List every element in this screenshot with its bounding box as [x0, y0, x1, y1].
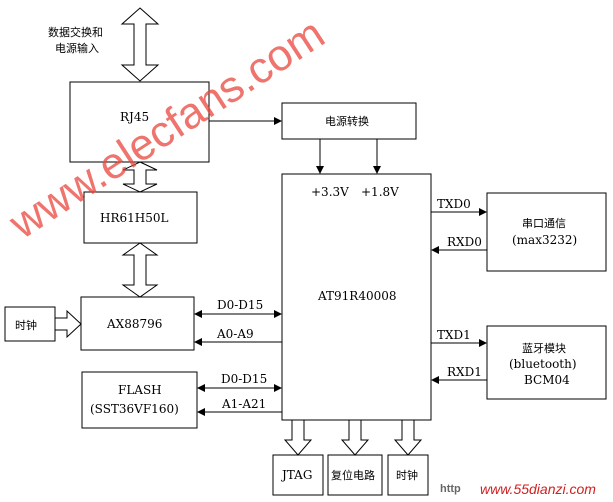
txd1-arrowhead: [479, 339, 487, 347]
flash-data-arrowhead-right: [274, 384, 282, 392]
top-bidirectional-arrow: [120, 7, 160, 82]
rxd0-label: RXD0: [447, 235, 482, 249]
flash-label-line2: (SST36VF160): [90, 402, 179, 416]
flash-box: [81, 371, 198, 429]
rj45-hr-arrow: [122, 161, 158, 193]
reset-box: [327, 454, 383, 496]
ax88796-label: AX88796: [106, 317, 162, 331]
rxd1-arrowhead: [431, 376, 439, 384]
flash-addr-arrowhead: [197, 408, 205, 416]
flash-label-line1: FLASH: [118, 383, 162, 397]
ax-data-arrowhead-left: [194, 310, 202, 318]
clock-ax-arrow: [54, 309, 82, 339]
footer-site-right: www.55dianzi.com: [480, 481, 596, 497]
cpu-box: [281, 173, 432, 421]
rj45-power-arrowhead: [274, 117, 282, 125]
txd0-label: TXD0: [437, 197, 471, 211]
jtag-label: JTAG: [280, 468, 312, 482]
top-label-line2: 电源输入: [55, 41, 99, 55]
reset-arrow: [340, 419, 370, 456]
v33-arrowhead: [316, 166, 324, 174]
cpu-label: AT91R40008: [317, 289, 397, 303]
clock-left-box: [4, 306, 56, 342]
jtag-box: [272, 454, 324, 496]
serial-label-line2: (max3232): [512, 233, 577, 247]
ax-data-arrowhead-right: [274, 310, 282, 318]
clock-bottom-label: 时钟: [396, 468, 418, 482]
bt-box: [486, 325, 607, 400]
v18-arrowhead: [373, 166, 381, 174]
footer-site-left: http: [440, 483, 461, 495]
flash-addr-label: A1-A21: [221, 397, 266, 411]
ax-data-label: D0-D15: [217, 298, 263, 312]
clock-bottom-box: [387, 454, 429, 496]
hr-ax-arrow: [121, 242, 159, 298]
power-convert-label: 电源转换: [325, 114, 369, 128]
rxd1-label: RXD1: [447, 365, 482, 379]
rj45-box: [69, 81, 210, 163]
rxd0-arrowhead: [431, 246, 439, 254]
flash-data-arrowhead-left: [197, 384, 205, 392]
bt-label-line1: 蓝牙模块: [522, 342, 566, 355]
hr61h50l-label: HR61H50L: [100, 211, 169, 225]
clock-bottom-arrow: [393, 419, 423, 456]
serial-box: [486, 192, 607, 272]
top-label-line1: 数据交换和: [48, 25, 103, 39]
bt-label-line2: (bluetooth): [509, 357, 577, 371]
ax88796-box: [80, 296, 195, 351]
flash-data-label: D0-D15: [221, 372, 267, 386]
serial-label-line1: 串口通信: [522, 217, 566, 230]
jtag-arrow: [283, 419, 313, 456]
bt-label-line3: BCM04: [524, 373, 570, 387]
power-convert-box: [281, 102, 417, 140]
ax-addr-label: A0-A9: [216, 327, 254, 341]
rj45-label: RJ45: [120, 110, 149, 124]
v33-label: +3.3V: [311, 185, 349, 199]
reset-label: 复位电路: [331, 468, 375, 482]
txd1-label: TXD1: [437, 328, 471, 342]
clock-left-label: 时钟: [15, 318, 37, 332]
txd0-arrowhead: [479, 208, 487, 216]
ax-addr-arrowhead: [194, 338, 202, 346]
v18-label: +1.8V: [361, 185, 399, 199]
